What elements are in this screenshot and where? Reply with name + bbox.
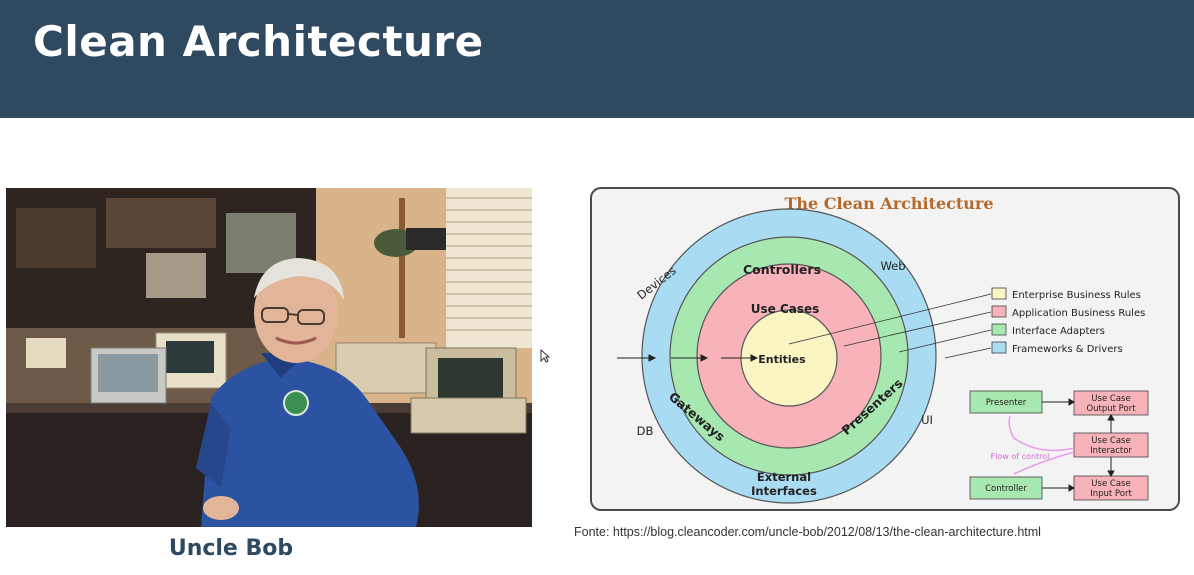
presenter-label: Presenter [986,398,1027,408]
legend-swatch-adapters [991,323,1007,336]
legend-swatch-enterprise [991,287,1007,300]
slide-title: Clean Architecture [33,17,484,66]
clean-architecture-diagram: The Clean Architecture Devices Web DB UI… [589,186,1181,512]
diagram-title: The Clean Architecture [784,194,993,213]
legend-label-adapters: Interface Adapters [1012,326,1105,337]
flow-of-control-label: Flow of control [991,452,1050,461]
label-external-2: Interfaces [751,484,817,498]
label-ui: UI [921,413,933,427]
legend-swatch-frameworks [991,341,1007,354]
label-external-1: External [757,470,811,484]
photo-caption: Uncle Bob [168,536,294,561]
legend-label-enterprise: Enterprise Business Rules [1012,290,1141,301]
legend: Enterprise Business Rules Application Bu… [991,287,1145,355]
output-port-label-1: Use Case [1091,394,1130,404]
legend-label-application: Application Business Rules [1012,308,1145,319]
input-port-label-2: Input Port [1090,489,1132,499]
label-entities: Entities [758,353,806,366]
source-citation: Fonte: https://blog.cleancoder.com/uncle… [574,525,1041,539]
controller-label: Controller [985,484,1027,494]
interactor-box [1073,432,1149,458]
input-port-label-1: Use Case [1091,479,1130,489]
output-port-label-2: Output Port [1086,404,1136,414]
label-web: Web [880,259,905,273]
label-use-cases: Use Cases [751,302,820,316]
legend-label-frameworks: Frameworks & Drivers [1012,344,1123,355]
label-controllers: Controllers [743,262,821,277]
legend-swatch-application [991,305,1007,318]
uncle-bob-photo [6,188,532,527]
interactor-label-1: Use Case [1091,436,1130,446]
mouse-pointer-icon [540,349,550,363]
slide-header: Clean Architecture [0,0,1194,118]
label-db: DB [637,424,654,438]
interactor-label-2: Interactor [1090,446,1132,456]
